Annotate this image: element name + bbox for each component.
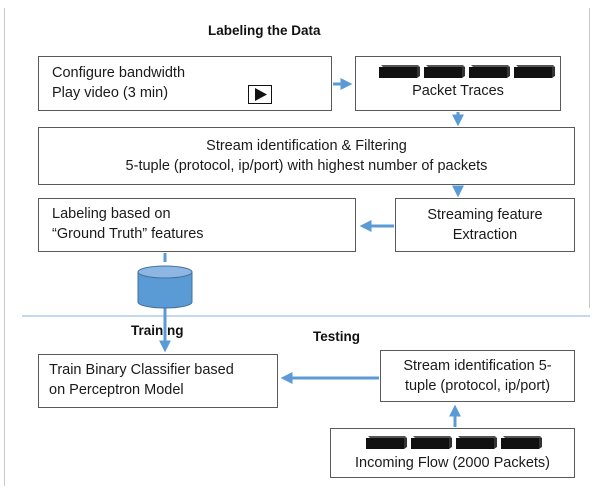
packet-icon-2	[424, 65, 465, 78]
packet-icon-3	[456, 436, 497, 449]
play-icon	[248, 85, 272, 104]
packet-traces-label: Packet Traces	[412, 83, 504, 99]
packet-traces-box: Packet Traces	[355, 56, 561, 111]
stream-filter-line1: Stream identification & Filtering	[206, 138, 407, 154]
database-icon	[137, 265, 193, 309]
stream-filter-line2: 5-tuple (protocol, ip/port) with highest…	[125, 158, 488, 174]
labeling-box: Labeling based on “Ground Truth” feature…	[38, 198, 356, 252]
stream-id-line1: Stream identification 5-	[403, 358, 552, 374]
packet-icon-2	[411, 436, 452, 449]
train-classifier-box: Train Binary Classifier based on Percept…	[38, 354, 278, 408]
packet-icon-1	[379, 65, 420, 78]
packet-icon-1	[366, 436, 407, 449]
streaming-feature-box: Streaming feature Extraction	[395, 198, 575, 252]
train-line2: on Perceptron Model	[49, 382, 184, 398]
frame-left-line	[4, 8, 5, 486]
packet-icon-4	[514, 65, 555, 78]
train-line1: Train Binary Classifier based	[49, 362, 234, 378]
packet-icon-4	[501, 436, 542, 449]
incoming-flow-label: Incoming Flow (2000 Packets)	[354, 455, 551, 471]
configure-line1: Configure bandwidth	[52, 65, 186, 81]
configure-line2: Play video (3 min)	[52, 85, 169, 101]
configure-box: Configure bandwidth Play video (3 min)	[38, 56, 332, 111]
labeling-line2: “Ground Truth” features	[52, 226, 204, 242]
incoming-packet-icons	[366, 436, 542, 449]
incoming-flow-box: Incoming Flow (2000 Packets)	[330, 428, 575, 478]
training-label: Training	[131, 323, 184, 338]
packet-icon-3	[469, 65, 510, 78]
frame-right-line	[589, 8, 590, 308]
stream-filter-box: Stream identification & Filtering 5-tupl…	[38, 127, 575, 185]
labeling-line1: Labeling based on	[52, 206, 171, 222]
packet-icons	[379, 65, 555, 78]
testing-label: Testing	[313, 329, 360, 344]
diagram-title: Labeling the Data	[208, 23, 321, 38]
streaming-feature-line2: Extraction	[452, 227, 518, 243]
stream-id-line2: tuple (protocol, ip/port)	[404, 378, 551, 394]
streaming-feature-line1: Streaming feature	[427, 207, 543, 223]
stream-id-box: Stream identification 5- tuple (protocol…	[380, 350, 575, 402]
